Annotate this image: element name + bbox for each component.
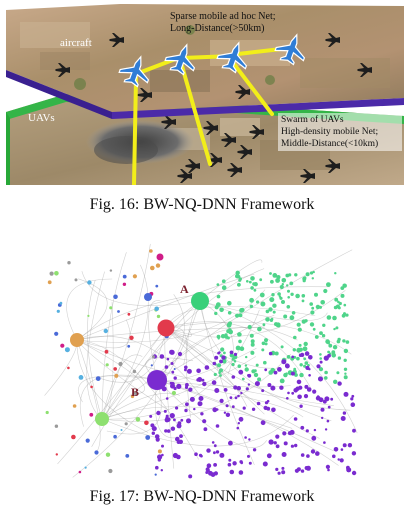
aircraft-label: aircraft	[60, 37, 92, 49]
node-a-label: A	[180, 282, 189, 296]
figure-17-caption: Fig. 17: BW-NQ-DNN Framework	[89, 488, 315, 505]
sparse-net-label-line2: Long-Distance(>50km)	[170, 23, 265, 34]
hub-node-blue	[144, 293, 152, 301]
swarm-label-line2: High-density mobile Net;	[281, 127, 378, 137]
hub-node-orange	[70, 333, 84, 347]
uavs-label: UAVs	[28, 112, 55, 124]
network-graph: A B	[40, 242, 360, 482]
hub-node-magenta	[156, 253, 164, 261]
node-b-label: B	[131, 385, 139, 399]
hub-node-b	[147, 370, 167, 390]
peripheral-nodes	[45, 249, 176, 476]
top-layer	[6, 4, 404, 119]
purple-cluster	[149, 349, 357, 479]
figure-17: A B	[0, 242, 404, 482]
sparse-net-label-line1: Sparse mobile ad hoc Net;	[170, 11, 276, 22]
figure-16-caption: Fig. 16: BW-NQ-DNN Framework	[89, 196, 315, 213]
green-cluster	[213, 270, 350, 384]
hub-node-lime	[95, 412, 109, 426]
figure-16: UAVs aircraft	[0, 0, 404, 187]
hub-node-a	[191, 292, 209, 310]
hub-node-red	[157, 319, 175, 337]
graph-edges	[44, 243, 358, 478]
swarm-label-line1: Swarm of UAVs	[281, 114, 344, 125]
uav-network-illustration: UAVs aircraft	[6, 4, 404, 187]
swarm-label-line3: Middle-Distance(<10km)	[281, 138, 378, 149]
